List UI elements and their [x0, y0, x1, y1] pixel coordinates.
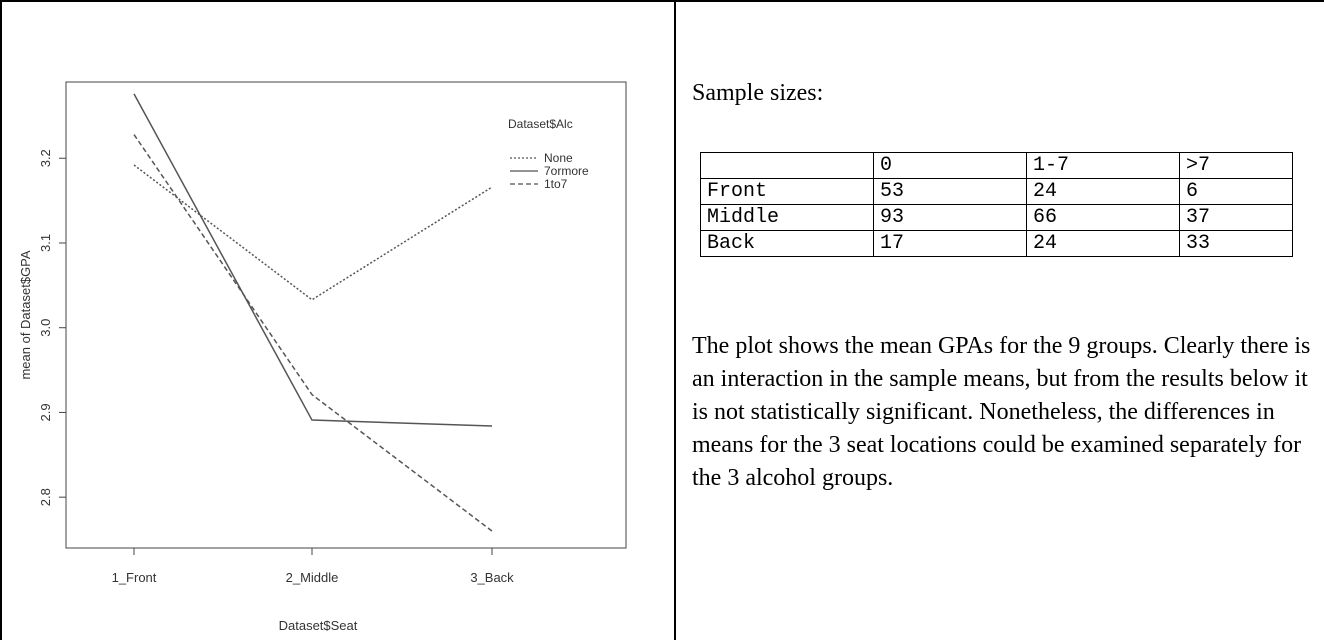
series-lines	[133, 93, 493, 532]
x-tick-label: 2_Middle	[286, 570, 339, 585]
legend-label: None	[544, 151, 573, 165]
y-axis-label: mean of Dataset$GPA	[18, 250, 33, 379]
table-cell	[700, 152, 874, 179]
y-tick-label: 3.1	[38, 234, 53, 252]
series-line-1to7	[133, 134, 493, 532]
table-cell: 66	[1026, 204, 1180, 231]
sample-sizes-heading: Sample sizes:	[692, 80, 824, 106]
table-cell: 24	[1026, 178, 1180, 205]
x-axis: 1_Front 2_Middle 3_Back	[112, 548, 514, 585]
legend-title: Dataset$Alc	[508, 117, 573, 131]
plot-box	[65, 81, 627, 549]
table-cell: 93	[873, 204, 1027, 231]
y-tick-label: 2.9	[38, 403, 53, 421]
table-top-border	[0, 0, 1324, 2]
x-tick-label: 1_Front	[112, 570, 157, 585]
table-cell: Back	[700, 230, 874, 257]
gpa-interaction-plot: 2.8 2.9 3.0 3.1 3.2 1_Front 2_Middle 3_Back me…	[18, 81, 627, 633]
description-paragraph: The plot shows the mean GPAs for the 9 g…	[692, 333, 1311, 491]
table-cell: 24	[1026, 230, 1180, 257]
table-cell: Front	[700, 178, 874, 205]
y-tick-label: 2.8	[38, 488, 53, 506]
table-cell: 37	[1179, 204, 1293, 231]
left-border	[0, 0, 2, 640]
table-cell: 1-7	[1026, 152, 1180, 179]
y-tick-label: 3.0	[38, 319, 53, 337]
table-cell: 33	[1179, 230, 1293, 257]
table-cell: >7	[1179, 152, 1293, 179]
column-divider	[674, 0, 676, 640]
x-axis-label: Dataset$Seat	[279, 618, 358, 633]
y-axis: 2.8 2.9 3.0 3.1 3.2	[38, 149, 66, 506]
series-line-7ormore	[133, 93, 493, 427]
legend-label: 7ormore	[544, 164, 589, 178]
legend-label: 1to7	[544, 177, 568, 191]
table-cell: 6	[1179, 178, 1293, 205]
table-cell: 0	[873, 152, 1027, 179]
y-tick-label: 3.2	[38, 149, 53, 167]
table-cell: 17	[873, 230, 1027, 257]
series-line-None	[133, 164, 493, 301]
table-cell: Middle	[700, 204, 874, 231]
table-cell: 53	[873, 178, 1027, 205]
x-tick-label: 3_Back	[470, 570, 514, 585]
